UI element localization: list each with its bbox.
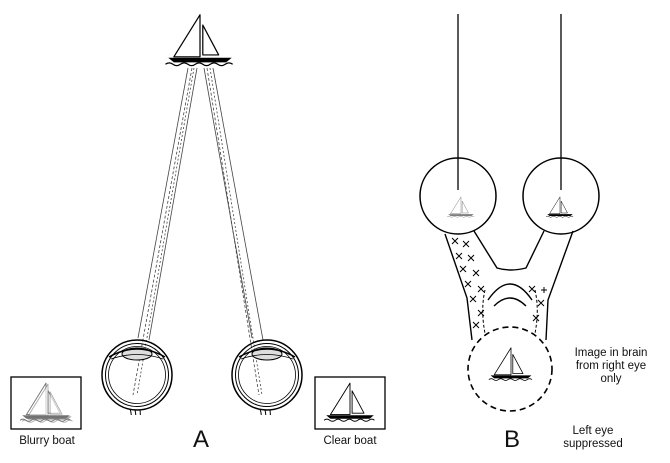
brain-caption-line-1: Image in brain [574,347,648,359]
sailboat-source-icon [164,14,234,67]
suppressed-caption-line-1: Left eye [572,425,614,437]
optic-pathways [444,230,574,341]
left-eye-icon [101,339,173,415]
suppressed-caption-line-2: suppressed [563,438,623,450]
brain-caption: Image in brain from right eye only [555,347,667,386]
panel-a-letter: A [192,426,209,453]
clear-boat-caption: Clear boat [323,435,377,447]
left-eye-beam [132,67,198,396]
panel-a [10,14,386,430]
panel-b-letter: B [503,426,520,453]
suppression-marks [451,237,547,329]
brain-caption-line-2: from right eye [575,360,647,372]
blurry-boat-caption: Blurry boat [19,435,75,447]
right-eye-icon [231,339,303,415]
right-eye-beam [203,67,264,396]
panel-b [419,14,600,412]
suppressed-caption: Left eye suppressed [553,425,633,451]
brain-caption-line-3: only [600,373,622,385]
